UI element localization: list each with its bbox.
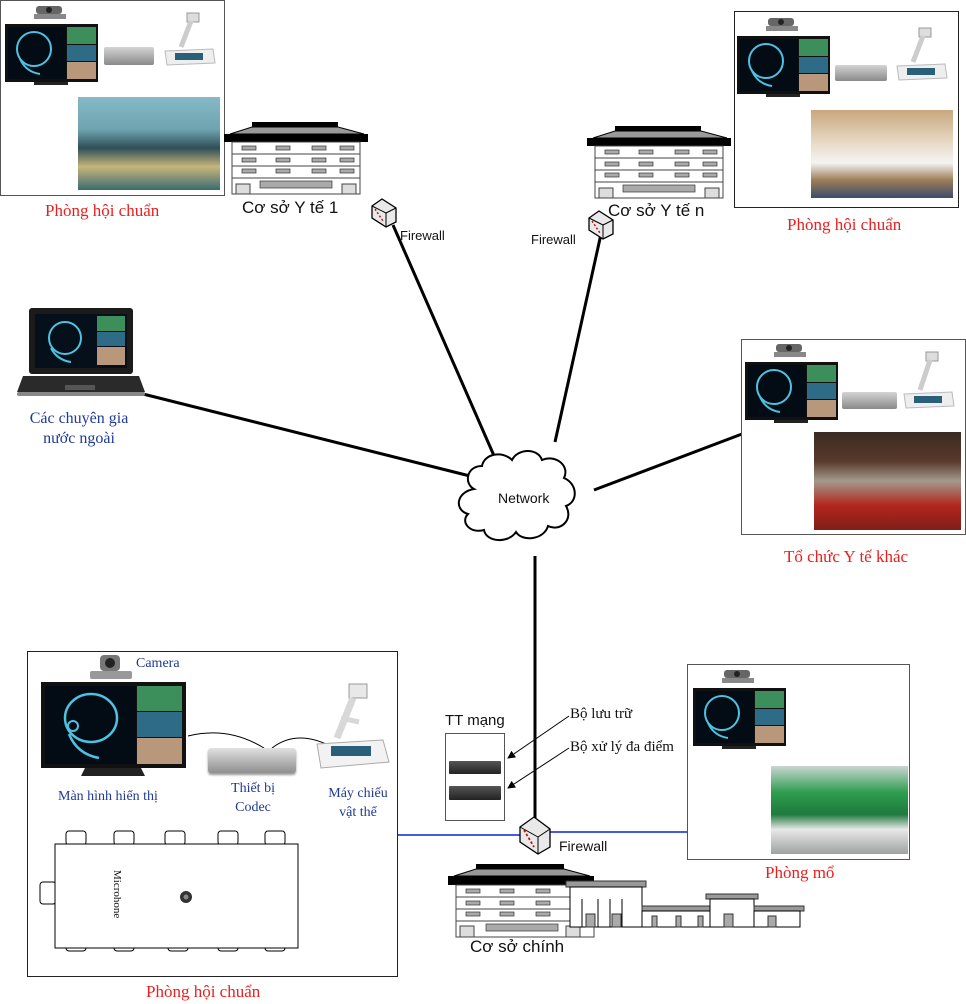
facility-1-room-frame	[0, 0, 225, 196]
network-center-label: TT mạng	[445, 712, 505, 729]
display-label: Màn hình hiển thị	[58, 789, 158, 804]
document-camera	[893, 26, 949, 81]
facility-n-building	[587, 126, 733, 205]
experts-label-line-1: Các chuyên gia	[29, 410, 129, 427]
display-monitor	[4, 4, 99, 91]
codec-label-line-2: Codec	[235, 800, 271, 815]
codec-device	[835, 65, 887, 81]
link-other-org	[593, 432, 743, 492]
codec-device	[842, 392, 897, 409]
conference-table	[39, 830, 299, 952]
main-firewall	[518, 815, 552, 860]
link-facility-n	[553, 233, 603, 443]
main-conference-room-frame: Camera Màn hình hiển thị Thiết bị Codec	[27, 651, 398, 977]
main-campus-building	[448, 862, 808, 943]
experts-label: Các chuyên gia nước ngoài	[14, 409, 144, 449]
projector-label: Máy chiếu vật thể	[318, 784, 398, 822]
network-cloud: Network	[452, 444, 580, 554]
meeting-room-photo	[814, 432, 961, 530]
codec-label-line-1: Thiết bị	[231, 781, 275, 796]
facility-1-room-label: Phòng hội chuẩn	[45, 201, 160, 220]
display-monitor	[41, 682, 186, 783]
operating-room-label: Phòng mổ	[765, 863, 835, 882]
storage-label: Bộ lưu trữ	[570, 706, 633, 722]
experts-label-line-2: nước ngoài	[43, 430, 115, 447]
display-monitor	[744, 342, 839, 429]
document-camera	[161, 11, 217, 66]
main-campus-label: Cơ sở chính	[470, 937, 565, 956]
camera-icon	[90, 655, 132, 679]
camera-device	[86, 655, 136, 686]
facility-n-room-label: Phòng hội chuẩn	[787, 215, 902, 234]
other-org-label: Tổ chức Y tế khác	[784, 547, 909, 566]
facility-1-label: Cơ sở Y tế 1	[242, 198, 339, 217]
facility-n-firewall-label: Firewall	[531, 232, 576, 247]
link-experts	[142, 392, 471, 478]
experts-laptop	[15, 306, 145, 403]
display-monitor	[736, 16, 831, 103]
projector-label-line-2: vật thể	[339, 805, 377, 820]
codec-device	[208, 748, 296, 773]
network-center-frame	[445, 733, 505, 821]
laptop-icon	[17, 308, 145, 396]
document-camera-icon	[316, 683, 390, 769]
firewall-icon	[371, 198, 397, 228]
codec-device	[104, 47, 154, 65]
display-monitor	[692, 668, 787, 755]
facility-n-room-frame	[734, 11, 959, 208]
operating-room-frame	[687, 664, 910, 860]
surgery-photo	[771, 766, 908, 854]
monitor-icon	[41, 682, 186, 776]
cloud-icon	[458, 450, 576, 541]
conference-room-photo	[811, 110, 953, 198]
document-camera	[311, 682, 393, 777]
facility-1-firewall	[370, 198, 398, 233]
arrow-storage	[507, 715, 570, 759]
main-conference-room-label: Phòng hội chuẩn	[146, 982, 261, 1001]
facility-1-building	[224, 122, 370, 201]
network-label: Network	[498, 490, 550, 506]
other-org-frame	[741, 339, 966, 535]
arrow-mcu	[507, 747, 570, 789]
projector-label-line-1: Máy chiếu	[328, 786, 388, 801]
firewall-icon	[588, 210, 614, 240]
storage-server	[449, 761, 501, 774]
microphone-label: Microhone	[111, 870, 123, 919]
codec-label: Thiết bị Codec	[223, 779, 283, 817]
building-icon	[448, 864, 805, 938]
camera-label: Camera	[136, 656, 180, 671]
conference-room-photo	[78, 97, 220, 190]
facility-n-label: Cơ sở Y tế n	[608, 201, 705, 220]
main-firewall-label: Firewall	[559, 838, 608, 854]
facility-1-firewall-label: Firewall	[400, 228, 445, 243]
mcu-server	[449, 786, 501, 800]
building-icon	[587, 126, 731, 199]
facility-n-firewall	[587, 210, 615, 245]
document-camera	[900, 350, 956, 410]
firewall-icon	[519, 816, 551, 855]
building-icon	[224, 122, 368, 195]
mcu-label: Bộ xử lý đa điểm	[570, 739, 674, 755]
link-facility-1	[391, 224, 497, 459]
